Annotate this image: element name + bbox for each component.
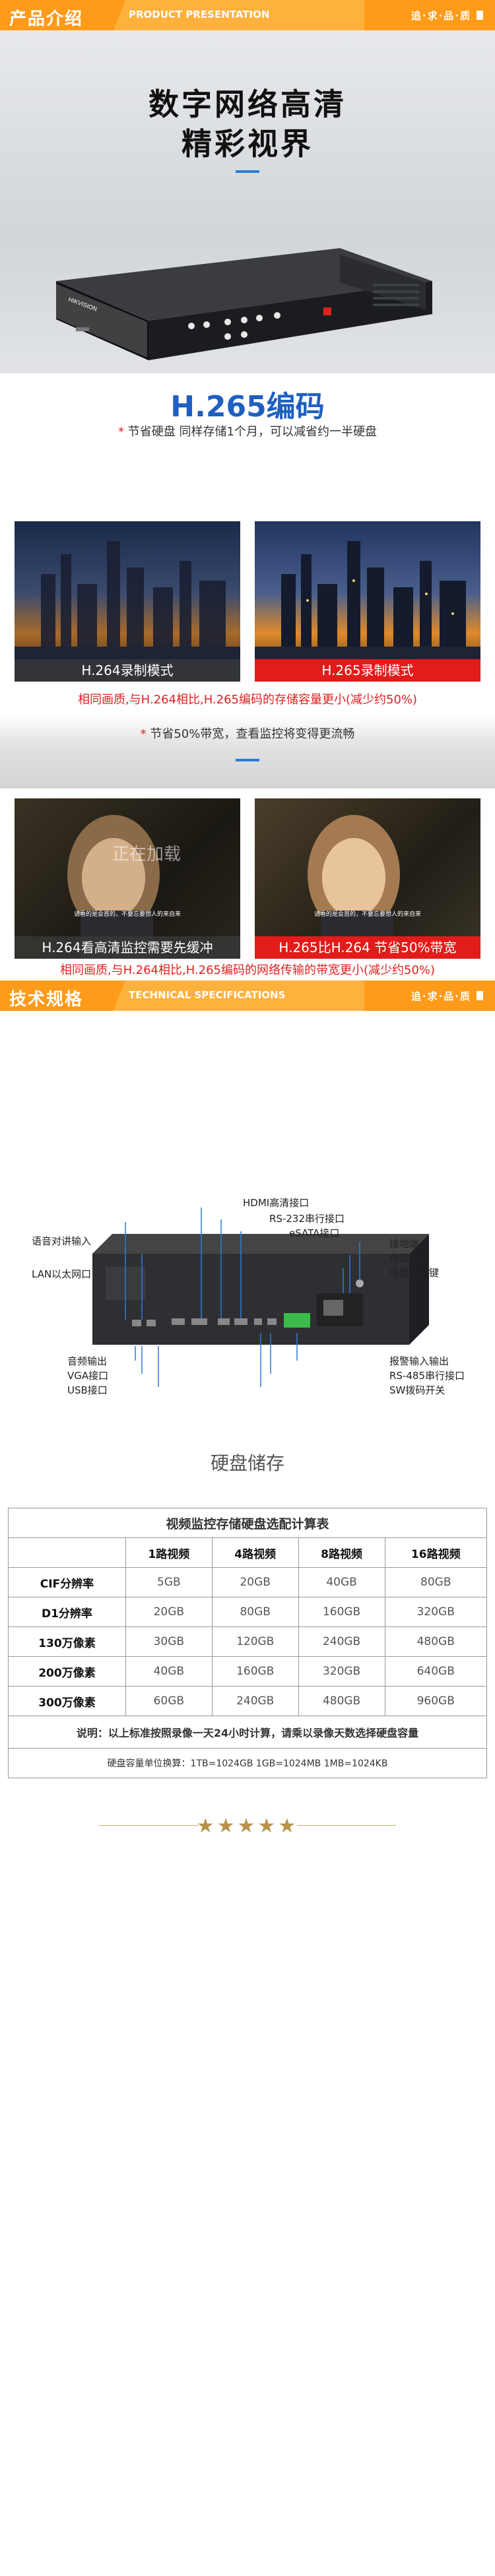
star-icon: * <box>118 425 125 439</box>
h265-point-storage-text: 节省硬盘 同样存储1个月，可以减省约一半硬盘 <box>127 425 377 439</box>
table-cell: 320GB <box>298 1656 385 1687</box>
table-header-cell: 1路视频 <box>125 1537 213 1568</box>
port-label-esata: eSATA接口 <box>289 1227 340 1239</box>
row-header: D1分辨率 <box>8 1597 126 1627</box>
table-row: 130万像素 30GB 120GB 240GB 480GB <box>8 1626 488 1657</box>
h265-caption: H.265录制模式 <box>255 659 480 682</box>
row-header: 200万像素 <box>8 1656 126 1687</box>
table-unit-conversion: 硬盘容量单位换算：1TB=1024GB 1GB=1024MB 1MB=1024K… <box>8 1748 487 1778</box>
hero-panel: 数字网络高清 精彩视界 HIKVISION <box>0 30 495 373</box>
h265-point-bandwidth: * 节省50%带宽，查看监控将变得更流畅 <box>0 724 495 742</box>
h264-portrait-image: 正在加载 请看的是会首的，不要忘要想人的来自来 <box>15 798 240 959</box>
tag-block-icon <box>477 11 483 20</box>
port-label-power-in: 电源输入 <box>389 1252 430 1264</box>
table-cell: 160GB <box>211 1656 299 1687</box>
table-cell: 40GB <box>298 1567 385 1597</box>
h265-storage-note: 相同画质,与H.264相比,H.265编码的存储容量更小(减少约50%) <box>77 693 418 707</box>
hero-title-line2: 精彩视界 <box>182 126 314 162</box>
table-cell: 480GB <box>298 1686 385 1716</box>
table-row: 300万像素 60GB 240GB 480GB 960GB <box>8 1686 488 1716</box>
h264-caption: H.264录制模式 <box>15 659 240 682</box>
table-cell: 30GB <box>125 1626 213 1657</box>
port-label-power-switch: 电源开关键 <box>389 1267 440 1279</box>
section-subtitle: TECHNICAL SPECIFICATIONS <box>129 989 286 1001</box>
port-label-hdmi: HDMI高清接口 <box>243 1197 310 1209</box>
footer-stars-icon: ★★★★★ <box>196 1815 299 1838</box>
storage-heading: 硬盘储存 <box>210 1452 284 1474</box>
section-subtitle: PRODUCT PRESENTATION <box>129 9 270 20</box>
section-title: 产品介绍 <box>9 9 84 29</box>
port-label-lan: LAN以太网口 <box>32 1268 92 1280</box>
buffering-watermark: 正在加载 <box>112 845 182 864</box>
table-cell: 20GB <box>125 1597 213 1627</box>
h264-city-image <box>15 521 240 682</box>
table-cell: 60GB <box>125 1686 213 1716</box>
h265-bandwidth-caption: H.265比H.264 节省50%带宽 <box>255 936 480 959</box>
rear-panel-diagram <box>92 1208 429 1387</box>
port-label-alarm: 报警输入输出 <box>389 1355 449 1367</box>
table-cell: 480GB <box>384 1626 488 1657</box>
quality-tag: 追·求·品·质 <box>411 990 471 1002</box>
h265-point-storage: * 节省硬盘 同样存储1个月，可以减省约一半硬盘 <box>0 422 495 439</box>
bandwidth-accent-dash <box>236 759 259 761</box>
h264-bandwidth-caption: H.264看高清监控需要先缓冲 <box>15 936 240 959</box>
star-icon: * <box>140 727 147 741</box>
table-cell: 120GB <box>211 1626 299 1657</box>
table-header-cell <box>8 1537 126 1568</box>
table-cell: 80GB <box>211 1597 299 1627</box>
bandwidth-band <box>0 716 495 789</box>
storage-table: 视频监控存储硬盘选配计算表 1路视频 4路视频 8路视频 16路视频 CIF分辨… <box>8 1508 488 1778</box>
nvr-device-image: HIKVISION <box>56 248 432 360</box>
video-subtitle: 请看的是会首的，不要忘要想人的来自来 <box>73 911 181 918</box>
row-header: 300万像素 <box>8 1686 126 1716</box>
port-label-rs232: RS-232串行接口 <box>269 1213 345 1225</box>
table-cell: 240GB <box>298 1626 385 1657</box>
video-subtitle: 请看的是会首的，不要忘要想人的来自来 <box>314 911 421 918</box>
hero-title-line1: 数字网络高清 <box>148 86 346 122</box>
section-header-product: 产品介绍 PRODUCT PRESENTATION 追·求·品·质 <box>0 0 495 30</box>
tag-block-icon <box>477 991 483 1000</box>
port-label-usb: USB接口 <box>67 1384 108 1396</box>
port-label-ground: 接地端 <box>389 1238 420 1250</box>
section-title: 技术规格 <box>9 990 84 1010</box>
h265-city-image <box>255 521 480 682</box>
header-ribbon <box>114 0 364 30</box>
section-header-specs: 技术规格 TECHNICAL SPECIFICATIONS 追·求·品·质 <box>0 981 495 1011</box>
port-label-vga: VGA接口 <box>67 1370 109 1382</box>
table-header-row: 1路视频 4路视频 8路视频 16路视频 <box>8 1537 488 1568</box>
table-row: 200万像素 40GB 160GB 320GB 640GB <box>8 1656 488 1687</box>
table-cell: 640GB <box>384 1656 488 1687</box>
port-label-sw: SW拨码开关 <box>389 1384 446 1396</box>
table-cell: 40GB <box>125 1656 213 1687</box>
table-header-cell: 16路视频 <box>384 1537 488 1568</box>
port-label-audio-out: 音频输出 <box>67 1355 108 1367</box>
table-title: 视频监控存储硬盘选配计算表 <box>8 1508 487 1538</box>
table-cell: 80GB <box>384 1567 488 1597</box>
footer-divider-left <box>99 1825 198 1826</box>
table-header-cell: 4路视频 <box>211 1537 299 1568</box>
table-cell: 320GB <box>384 1597 488 1627</box>
h265-point-bandwidth-text: 节省50%带宽，查看监控将变得更流畅 <box>150 727 355 741</box>
table-explain: 说明：以上标准按照录像一天24小时计算，请乘以录像天数选择硬盘容量 <box>8 1716 487 1749</box>
port-label-audio-talk: 语音对讲输入 <box>32 1235 92 1247</box>
table-header-cell: 8路视频 <box>298 1537 385 1568</box>
h265-heading: H.265编码 <box>170 390 325 424</box>
table-cell: 20GB <box>211 1567 299 1597</box>
header-ribbon <box>114 981 364 1011</box>
table-cell: 5GB <box>125 1567 213 1597</box>
row-header: 130万像素 <box>8 1626 126 1657</box>
quality-tag: 追·求·品·质 <box>411 10 471 22</box>
hero-accent-dash <box>236 170 259 173</box>
h265-portrait-image: 请看的是会首的，不要忘要想人的来自来 <box>255 798 480 959</box>
table-cell: 240GB <box>211 1686 299 1716</box>
h265-bandwidth-note: 相同画质,与H.264相比,H.265编码的网络传输的带宽更小(减少约50%) <box>59 963 436 977</box>
row-header: CIF分辨率 <box>8 1567 126 1597</box>
table-cell: 960GB <box>384 1686 488 1716</box>
port-label-rs485: RS-485串行接口 <box>389 1370 465 1382</box>
table-row: D1分辨率 20GB 80GB 160GB 320GB <box>8 1597 488 1627</box>
table-cell: 160GB <box>298 1597 385 1627</box>
footer-divider-right <box>297 1825 396 1826</box>
table-row: CIF分辨率 5GB 20GB 40GB 80GB <box>8 1567 488 1597</box>
